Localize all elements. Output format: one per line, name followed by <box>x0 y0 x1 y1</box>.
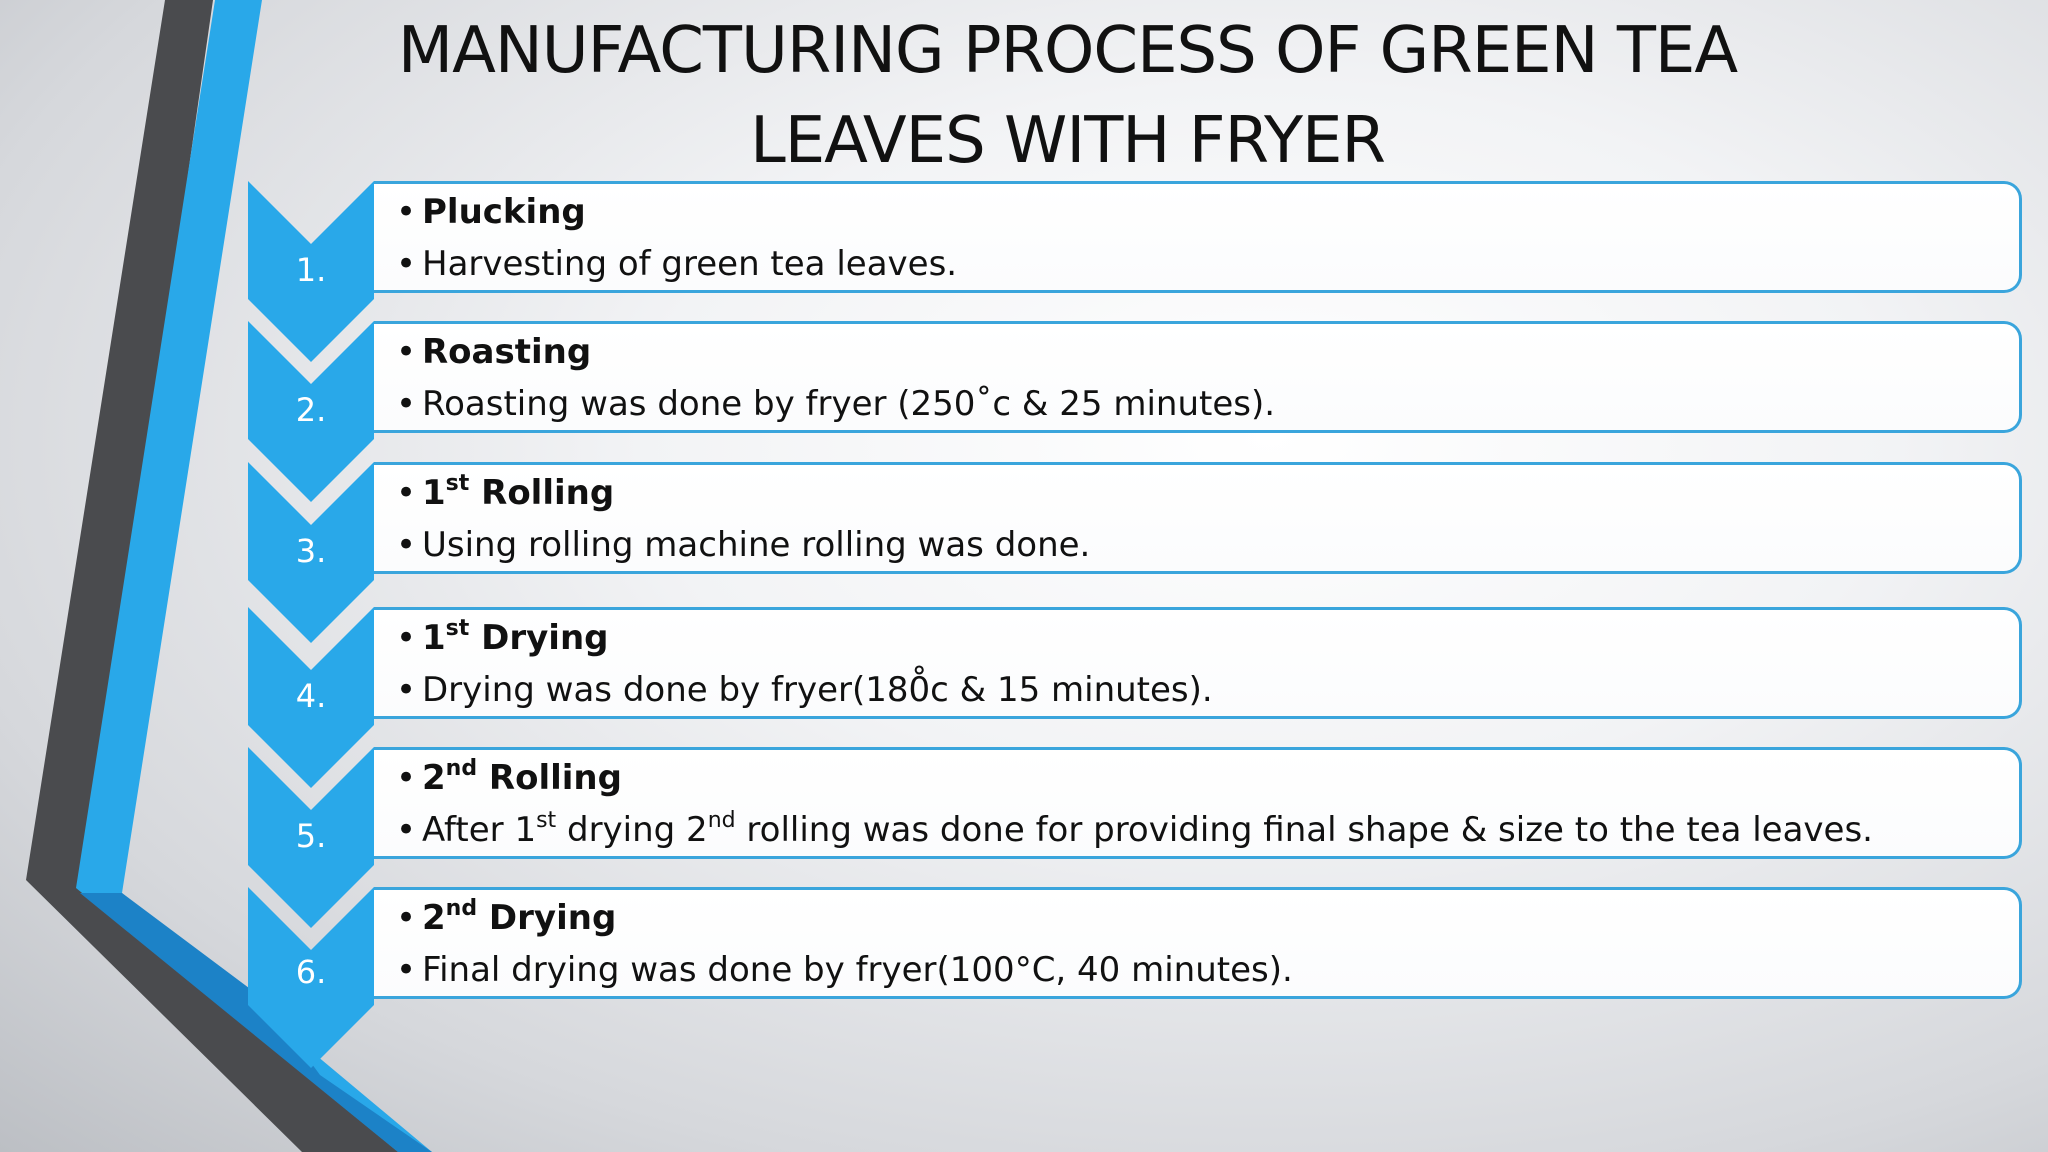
ordinal-number: 1 <box>422 618 446 658</box>
ordinal-number: 2 <box>422 898 446 938</box>
step-card: 2nd Rolling After 1st drying 2nd rolling… <box>374 747 2022 859</box>
step-heading-text: Plucking <box>422 192 586 232</box>
step-detail-text: Roasting was done by fryer (250˚c & 25 m… <box>422 384 1276 424</box>
slide-title-line-2: LEAVES WITH FRYER <box>750 104 1386 178</box>
step-detail: Roasting was done by fryer (250˚c & 25 m… <box>396 378 2019 430</box>
ordinal-suffix: st <box>536 808 557 833</box>
ordinal-suffix: st <box>445 616 470 641</box>
step-detail: Drying was done by fryer(180̊c & 15 minu… <box>396 664 2019 716</box>
ordinal-suffix: nd <box>707 808 736 833</box>
step-card: Roasting Roasting was done by fryer (250… <box>374 321 2022 433</box>
step-heading: Roasting <box>396 326 2019 378</box>
step-card: 1st Rolling Using rolling machine rollin… <box>374 462 2022 574</box>
step-number: 4. <box>295 677 327 715</box>
slide-title-line-1: MANUFACTURING PROCESS OF GREEN TEA <box>397 14 1738 88</box>
step-chevron <box>248 181 374 362</box>
step-heading-text: 1st Drying <box>422 616 609 659</box>
step-detail-text: After 1st drying 2nd rolling was done fo… <box>422 808 1873 851</box>
ordinal-suffix: nd <box>445 896 478 921</box>
heading-word: Rolling <box>469 473 615 513</box>
heading-word: Drying <box>469 618 609 658</box>
step-chevron <box>248 462 374 643</box>
ordinal-suffix: st <box>445 471 470 496</box>
step-card: 2nd Drying Final drying was done by frye… <box>374 887 2022 999</box>
process-step-1: 1. Plucking Harvesting of green tea leav… <box>248 181 2026 362</box>
ordinal-number: 1 <box>422 473 446 513</box>
step-card: Plucking Harvesting of green tea leaves. <box>374 181 2022 293</box>
step-detail-text: Final drying was done by fryer(100°C, 40… <box>422 950 1293 990</box>
step-heading: 2nd Drying <box>396 892 2019 944</box>
step-chevron <box>248 887 374 1068</box>
step-detail: Using rolling machine rolling was done. <box>396 519 2019 571</box>
step-heading-text: 2nd Drying <box>422 896 617 939</box>
step-number: 3. <box>295 532 327 570</box>
step-detail-text: Harvesting of green tea leaves. <box>422 244 958 284</box>
step-detail-text: Using rolling machine rolling was done. <box>422 525 1091 565</box>
step-heading: 1st Rolling <box>396 467 2019 519</box>
process-step-6: 6. 2nd Drying Final drying was done by f… <box>248 887 2026 1068</box>
step-detail: Harvesting of green tea leaves. <box>396 238 2019 290</box>
process-step-2: 2. Roasting Roasting was done by fryer (… <box>248 321 2026 502</box>
slide-title: MANUFACTURING PROCESS OF GREEN TEA LEAVE… <box>300 6 1835 186</box>
heading-word: Drying <box>477 898 617 938</box>
step-number: 5. <box>295 817 327 855</box>
detail-part: rolling was done for providing final sha… <box>735 810 1873 850</box>
step-card: 1st Drying Drying was done by fryer(180̊… <box>374 607 2022 719</box>
process-step-3: 3. 1st Rolling Using rolling machine rol… <box>248 462 2026 643</box>
step-heading: Plucking <box>396 186 2019 238</box>
blue-stripe <box>76 0 432 1152</box>
ordinal-number: 2 <box>422 758 446 798</box>
process-step-4: 4. 1st Drying Drying was done by fryer(1… <box>248 607 2026 788</box>
step-number: 2. <box>295 391 327 429</box>
process-step-5: 5. 2nd Rolling After 1st drying 2nd roll… <box>248 747 2026 928</box>
detail-part: After 1 <box>422 810 537 850</box>
dark-gray-stripe <box>26 0 426 1152</box>
step-heading: 2nd Rolling <box>396 752 2019 804</box>
step-detail: After 1st drying 2nd rolling was done fo… <box>396 804 2019 856</box>
heading-word: Rolling <box>477 758 622 798</box>
step-chevron <box>248 747 374 928</box>
step-number: 6. <box>295 953 327 991</box>
step-heading-text: 2nd Rolling <box>422 756 622 799</box>
dark-blue-wedge <box>80 893 432 1152</box>
step-chevron <box>248 607 374 788</box>
step-chevron <box>248 321 374 502</box>
step-number: 1. <box>295 251 327 289</box>
step-heading: 1st Drying <box>396 612 2019 664</box>
detail-part: drying 2 <box>556 810 708 850</box>
step-detail-text: Drying was done by fryer(180̊c & 15 minu… <box>422 670 1213 710</box>
ordinal-suffix: nd <box>445 756 478 781</box>
step-detail: Final drying was done by fryer(100°C, 40… <box>396 944 2019 996</box>
step-heading-text: 1st Rolling <box>422 471 615 514</box>
step-heading-text: Roasting <box>422 332 592 372</box>
